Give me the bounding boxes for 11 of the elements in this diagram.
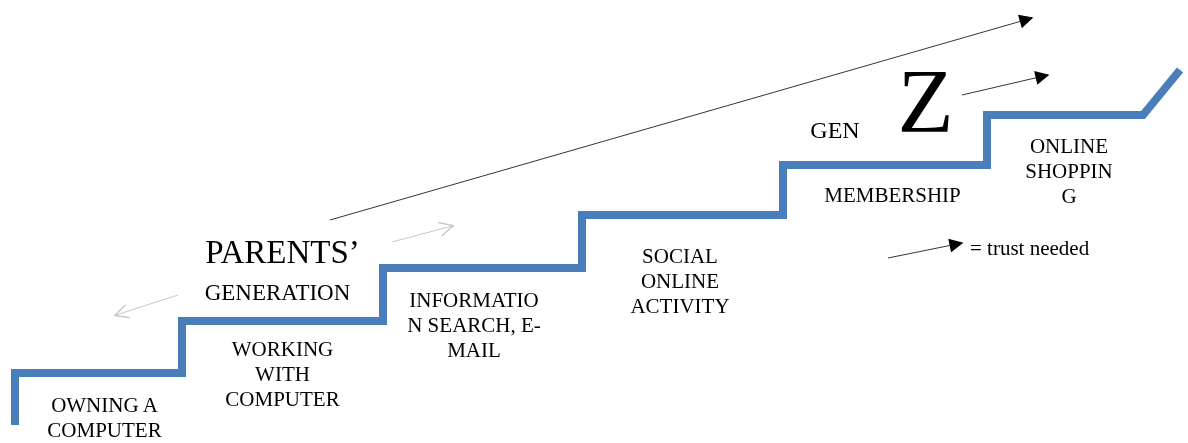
step-label: MEMBERSHIP: [823, 183, 962, 209]
step-label: OWNING A COMPUTER: [46, 393, 163, 443]
generation-heading: GENERATION: [203, 279, 352, 307]
step-label: SOCIAL ONLINE ACTIVITY: [629, 244, 731, 320]
generation-heading: GEN: [809, 116, 861, 145]
step-label: ONLINE SHOPPIN G: [1024, 134, 1114, 210]
step-label: INFORMATIO N SEARCH, E-MAIL: [406, 288, 542, 364]
step-label: WORKING WITH COMPUTER: [224, 337, 341, 413]
legend-label: = trust needed: [970, 236, 1090, 262]
generation-letter: Z: [896, 55, 955, 147]
generation-heading: PARENTS’: [204, 233, 361, 272]
